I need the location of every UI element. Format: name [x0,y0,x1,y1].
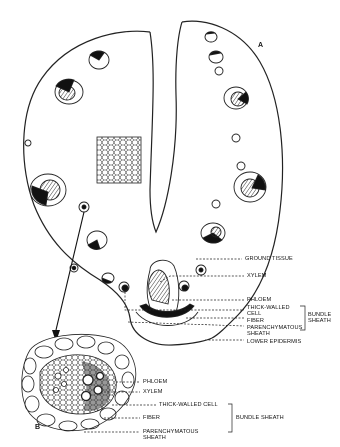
label-b-xylem: XYLEM [143,389,162,395]
label-a-lower-epidermis: LOWER EPIDERMIS [247,339,301,345]
magnification-arrow [52,212,84,342]
panel-a-label: A [258,42,263,49]
label-a-phloem: PHLOEM [247,297,271,303]
ground-tissue-patch [97,137,141,183]
label-a-fiber: FIBER [247,318,264,324]
panel-b-label: B [35,424,40,431]
label-b-bundle-sheath: BUNDLE SHEATH [236,415,284,421]
label-a-bundle-sheath-2: SHEATH [308,318,331,324]
label-a-parenchymatous-2: SHEATH [247,331,270,337]
label-a-thick-walled-2: CELL [247,311,261,317]
label-a-ground-tissue: GROUND TISSUE [245,256,293,262]
label-b-fiber: FIBER [143,415,160,421]
label-b-parenchymatous-2: SHEATH [143,435,166,441]
panel-b-bundle-detail [22,334,136,431]
label-a-xylem: XYLEM [247,273,266,279]
bundle-sheath-bracket-b [228,404,232,432]
label-b-thick-walled-cell: THICK-WALLED CELL [159,402,218,408]
vascular-bundles-right [179,32,266,291]
midrib-bundle [122,260,198,325]
label-b-phloem: PHLOEM [143,379,167,385]
